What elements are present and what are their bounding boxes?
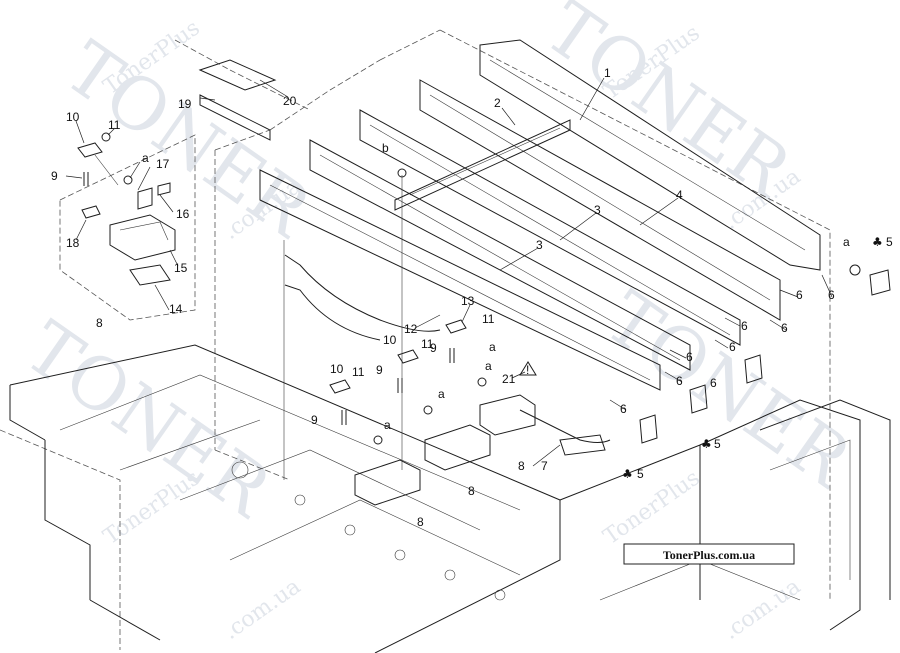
callout-8-a: 8 xyxy=(417,515,424,529)
callout-9-a: 9 xyxy=(311,413,318,427)
callout-2: 2 xyxy=(494,96,501,110)
callout-19: 19 xyxy=(178,97,192,111)
callout-10-left: 10 xyxy=(66,110,80,124)
watermark-small-3: TonerPlus xyxy=(99,466,204,550)
callout-8-left: 8 xyxy=(96,316,103,330)
wire-harness xyxy=(284,254,611,456)
callout-5-right: 5 xyxy=(886,235,893,249)
callout-9-c: 9 xyxy=(430,341,437,355)
callout-10-b: 10 xyxy=(383,333,397,347)
callout-6f: 6 xyxy=(686,350,693,364)
callout-a-5: a xyxy=(384,418,391,432)
callout-8-b: 8 xyxy=(468,484,475,498)
callout-3-upper: 3 xyxy=(594,203,601,217)
leader-lines xyxy=(65,77,833,467)
assembly-guide-lines xyxy=(0,29,831,650)
callout-11-b: 11 xyxy=(421,337,434,351)
callout-a-4: a xyxy=(438,387,445,401)
callout-8-c: 8 xyxy=(518,459,525,473)
callout-labels: 1 2 3 3 4 ♣ 5 ♣ 5 ♣ 5 6 6 6 6 6 6 6 6 6 … xyxy=(51,66,893,529)
guide-rails xyxy=(259,39,821,391)
callout-6c: 6 xyxy=(781,321,788,335)
callout-6e: 6 xyxy=(729,340,736,354)
callout-21: 21 xyxy=(502,372,516,386)
callout-a-6: a xyxy=(489,340,496,354)
warning-symbol: ! xyxy=(526,363,529,377)
callout-11-left: 11 xyxy=(108,118,121,132)
callout-5-mid-club: ♣ xyxy=(701,437,712,451)
chassis-base-frame xyxy=(9,344,891,653)
callout-b-1: b xyxy=(382,141,389,155)
callout-3-lower: 3 xyxy=(536,238,543,252)
callout-10-a: 10 xyxy=(330,362,344,376)
callout-14: 14 xyxy=(169,302,183,316)
callout-20: 20 xyxy=(283,94,297,108)
watermark-domain-3: .com.ua xyxy=(219,574,305,645)
callout-11-c: 11 xyxy=(482,312,495,326)
callout-18: 18 xyxy=(66,236,80,250)
callout-a-2: a xyxy=(843,235,850,249)
callout-16: 16 xyxy=(176,207,190,221)
brand-label-text: TonerPlus.com.ua xyxy=(663,548,755,562)
callout-6i: 6 xyxy=(710,376,717,390)
callout-5-mid: 5 xyxy=(714,437,721,451)
callout-12: 12 xyxy=(404,322,418,336)
callout-17: 17 xyxy=(156,157,170,171)
callout-15: 15 xyxy=(174,261,188,275)
callout-6d: 6 xyxy=(741,319,748,333)
callout-9-b: 9 xyxy=(376,363,383,377)
callout-11-a: 11 xyxy=(352,365,365,379)
callout-9-left: 9 xyxy=(51,169,58,183)
callout-5-low-club: ♣ xyxy=(622,467,633,481)
brand-label: TonerPlus.com.ua xyxy=(623,543,795,565)
callout-a-1: a xyxy=(142,151,149,165)
callout-13: 13 xyxy=(461,294,475,308)
callout-6b: 6 xyxy=(828,288,835,302)
callout-a-3: a xyxy=(485,359,492,373)
callout-6g: 6 xyxy=(676,374,683,388)
sensor-brackets: ! xyxy=(77,59,891,506)
callout-7: 7 xyxy=(541,459,548,473)
callout-5-low: 5 xyxy=(637,467,644,481)
callout-1: 1 xyxy=(604,66,611,80)
brand-label-box xyxy=(623,543,795,565)
callout-4: 4 xyxy=(676,188,683,202)
callout-6h: 6 xyxy=(620,402,627,416)
callout-6a: 6 xyxy=(796,288,803,302)
callout-5-right-club: ♣ xyxy=(872,235,883,249)
